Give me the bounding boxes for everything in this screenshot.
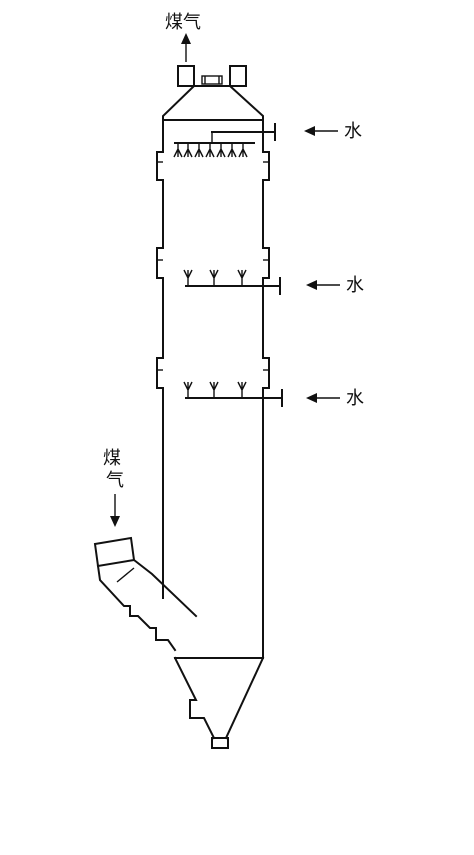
gas-outlet-arrow-icon — [181, 33, 191, 62]
top-hood — [162, 85, 264, 121]
gas-outlet-label: 煤气 — [165, 12, 201, 33]
bottom-cone — [173, 656, 265, 749]
middle-spray-nozzles — [183, 269, 247, 286]
spray-nozzle-icon — [209, 269, 219, 286]
spray-nozzle-icon — [183, 143, 193, 158]
outlet-stack-left — [177, 65, 195, 87]
lower-spray-nozzles — [183, 381, 247, 398]
gas-inlet-label-bottom: 气 — [106, 470, 124, 491]
water-label-2: 水 — [346, 275, 364, 296]
top-spray-nozzles — [173, 143, 248, 158]
spray-nozzle-icon — [237, 269, 247, 286]
tower-shell — [156, 119, 270, 659]
spray-nozzle-icon — [238, 143, 248, 158]
spray-nozzle-icon — [183, 381, 193, 398]
gas-inlet-arrow-icon — [110, 494, 120, 527]
outlet-stack-right — [229, 65, 247, 87]
water-inlet-arrow-icon — [304, 126, 338, 136]
spray-nozzle-icon — [183, 269, 193, 286]
spray-nozzle-icon — [173, 143, 183, 158]
spray-nozzle-icon — [194, 143, 204, 158]
water-inlet-arrow-icon — [306, 393, 340, 403]
water-label-1: 水 — [344, 121, 362, 142]
spray-nozzle-icon — [205, 143, 215, 158]
spray-nozzle-icon — [237, 381, 247, 398]
spray-nozzle-icon — [216, 143, 226, 158]
middle-spray-header — [185, 277, 281, 295]
lower-spray-header — [185, 389, 283, 407]
spray-nozzle-icon — [209, 381, 219, 398]
spray-nozzle-icon — [227, 143, 237, 158]
gas-inlet-duct — [93, 536, 198, 652]
top-spray-header — [174, 123, 276, 144]
water-inlet-arrow-icon — [306, 280, 340, 290]
top-vent — [201, 75, 223, 85]
gas-inlet-label-top: 煤 — [103, 448, 121, 469]
water-label-3: 水 — [346, 388, 364, 409]
flange-marks — [157, 161, 269, 371]
